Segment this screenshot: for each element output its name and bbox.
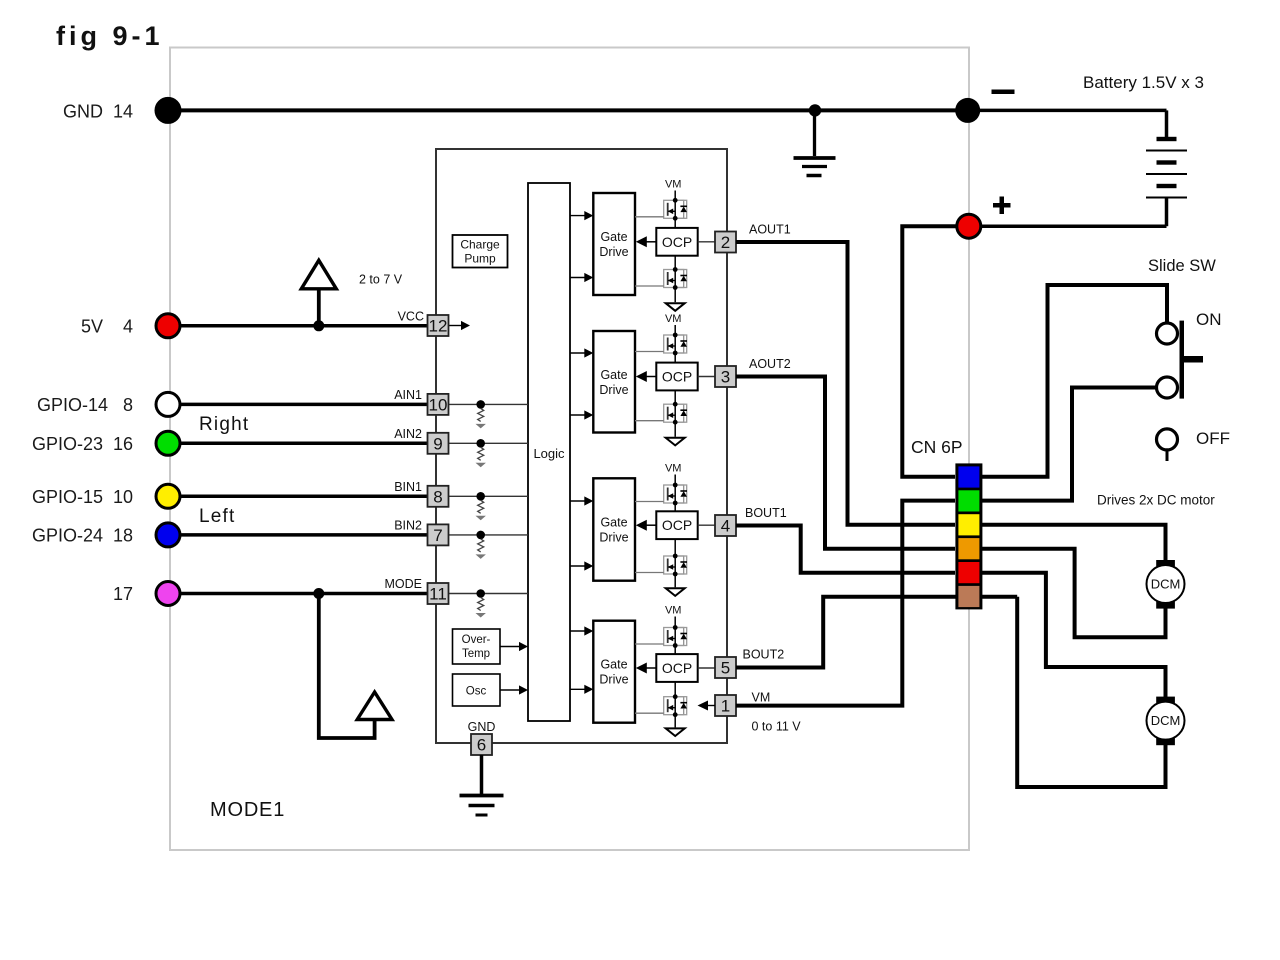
svg-text:GND 14: GND 14 <box>63 102 133 122</box>
svg-text:9: 9 <box>433 434 442 453</box>
svg-text:6: 6 <box>477 736 486 755</box>
svg-text:17: 17 <box>113 584 133 604</box>
svg-text:VM: VM <box>665 179 682 191</box>
svg-text:VM: VM <box>665 463 682 475</box>
svg-text:12: 12 <box>429 317 448 336</box>
svg-text:0 to 11 V: 0 to 11 V <box>752 720 802 734</box>
svg-text:Drive: Drive <box>599 673 628 687</box>
svg-text:OCP: OCP <box>662 369 692 385</box>
svg-text:OFF: OFF <box>1196 429 1230 448</box>
svg-text:DCM: DCM <box>1151 577 1181 592</box>
svg-text:Left: Left <box>199 506 236 527</box>
svg-text:11: 11 <box>429 585 447 604</box>
svg-text:Gate: Gate <box>600 658 627 672</box>
svg-text:Right: Right <box>199 414 249 435</box>
svg-text:GPIO-23 16: GPIO-23 16 <box>32 434 133 454</box>
svg-text:7: 7 <box>433 526 442 545</box>
svg-text:3: 3 <box>721 368 730 387</box>
svg-text:CN 6P: CN 6P <box>911 437 963 457</box>
svg-text:Drives 2x DC motor: Drives 2x DC motor <box>1097 493 1215 508</box>
svg-text:1: 1 <box>721 697 730 716</box>
svg-text:MODE: MODE <box>385 577 423 591</box>
svg-text:4: 4 <box>721 517 730 536</box>
svg-text:OCP: OCP <box>662 517 692 533</box>
svg-text:GND: GND <box>468 720 496 734</box>
svg-text:10: 10 <box>429 395 448 414</box>
svg-text:AIN2: AIN2 <box>394 427 422 441</box>
svg-text:Slide SW: Slide SW <box>1148 257 1216 275</box>
svg-text:Temp: Temp <box>462 648 490 660</box>
svg-text:VM: VM <box>752 691 771 705</box>
svg-text:MODE1: MODE1 <box>210 799 285 821</box>
svg-text:AIN1: AIN1 <box>394 388 422 402</box>
svg-text:5V 4: 5V 4 <box>81 317 133 337</box>
svg-text:Charge: Charge <box>460 238 500 252</box>
svg-text:OCP: OCP <box>662 234 692 250</box>
svg-text:GPIO-14 8: GPIO-14 8 <box>37 395 133 415</box>
svg-text:Gate: Gate <box>600 230 627 244</box>
svg-text:Osc: Osc <box>466 686 487 698</box>
svg-text:BOUT2: BOUT2 <box>743 648 785 662</box>
svg-text:DCM: DCM <box>1151 713 1181 728</box>
svg-text:Over-: Over- <box>462 634 491 646</box>
svg-text:BIN1: BIN1 <box>394 480 422 494</box>
svg-text:GPIO-24 18: GPIO-24 18 <box>32 526 133 546</box>
svg-text:2: 2 <box>721 233 730 252</box>
svg-text:AOUT2: AOUT2 <box>749 357 791 371</box>
svg-text:Gate: Gate <box>600 516 627 530</box>
svg-text:2 to 7 V: 2 to 7 V <box>359 273 403 287</box>
svg-text:Logic: Logic <box>533 446 565 461</box>
svg-text:BIN2: BIN2 <box>394 519 422 533</box>
svg-text:VCC: VCC <box>398 310 424 324</box>
svg-text:5: 5 <box>721 659 730 678</box>
svg-text:Drive: Drive <box>599 531 628 545</box>
svg-text:ON: ON <box>1196 310 1222 329</box>
svg-text:Battery 1.5V x 3: Battery 1.5V x 3 <box>1083 73 1204 92</box>
svg-text:fig 9-1: fig 9-1 <box>56 21 164 51</box>
svg-text:Gate: Gate <box>600 368 627 382</box>
svg-text:AOUT1: AOUT1 <box>749 223 791 237</box>
svg-text:GPIO-15 10: GPIO-15 10 <box>32 487 133 507</box>
svg-text:Drive: Drive <box>599 383 628 397</box>
svg-text:BOUT1: BOUT1 <box>745 506 787 520</box>
svg-text:VM: VM <box>665 313 682 325</box>
svg-text:Drive: Drive <box>599 245 628 259</box>
svg-text:8: 8 <box>433 487 442 506</box>
svg-text:VM: VM <box>665 605 682 617</box>
svg-text:Pump: Pump <box>464 252 496 266</box>
svg-text:OCP: OCP <box>662 660 692 676</box>
